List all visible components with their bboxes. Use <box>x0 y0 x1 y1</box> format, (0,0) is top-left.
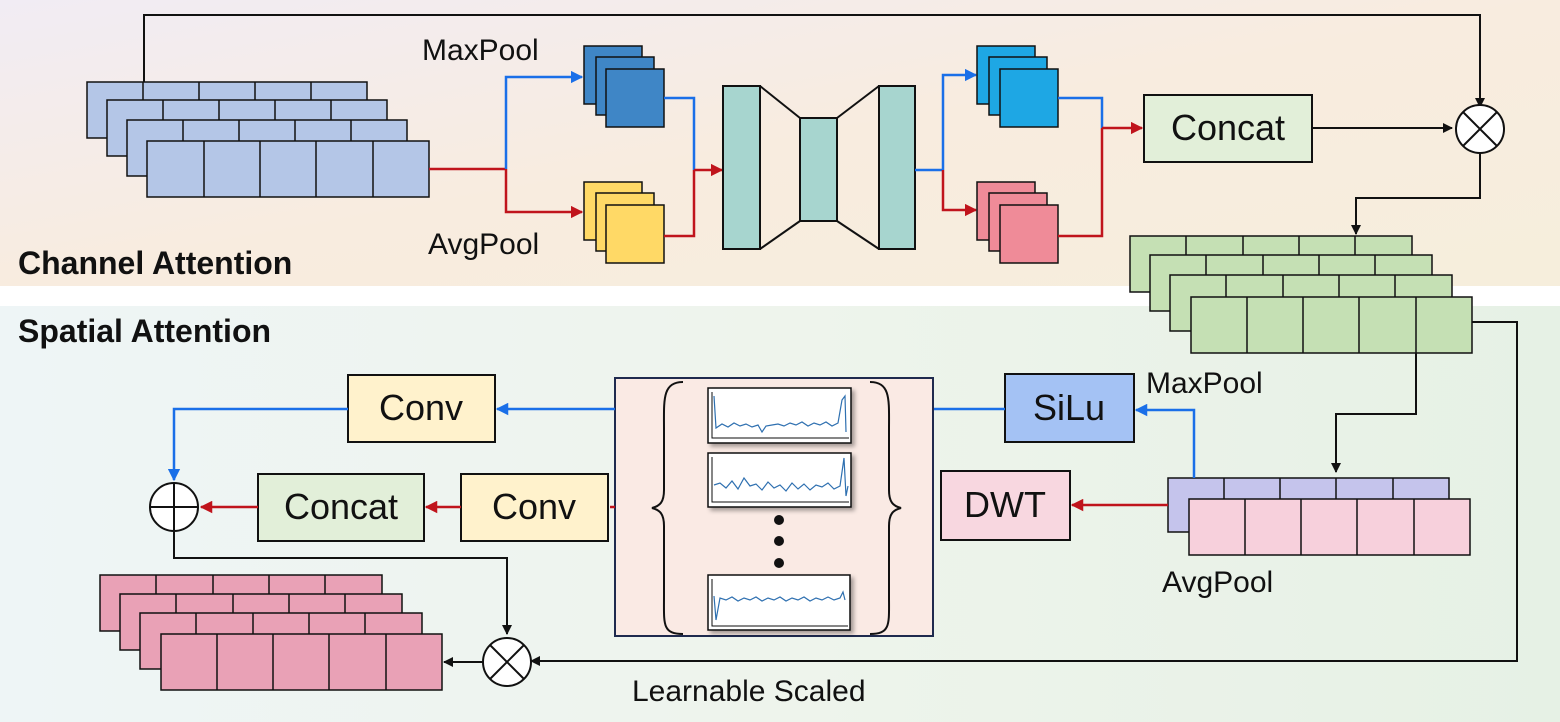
wavelet-panel <box>614 377 934 637</box>
multiply-icon <box>1455 104 1505 154</box>
output-feature-stack <box>99 574 443 691</box>
signal-plot-1 <box>707 387 852 444</box>
maxpool-arrow <box>504 70 584 169</box>
maxpool-label: MaxPool <box>422 34 539 67</box>
spatial-maxpool-label: MaxPool <box>1146 367 1263 400</box>
avgpool-feature-stack <box>583 181 665 264</box>
silu-label: SiLu <box>1033 387 1105 428</box>
channel-concat-box: Concat <box>1143 94 1313 163</box>
spatial-concat-label: Concat <box>284 486 398 527</box>
channel-concat-label: Concat <box>1171 107 1285 148</box>
avgpool-arrow <box>504 169 584 219</box>
avg-output-stack <box>976 181 1059 264</box>
ellipsis-dots <box>774 515 784 568</box>
conv-top-label: Conv <box>379 387 463 428</box>
signal-plot-2 <box>707 452 852 508</box>
input-feature-stack <box>86 81 430 198</box>
conv-bottom-box: Conv <box>460 473 609 542</box>
spatial-concat-box: Concat <box>257 473 425 542</box>
learnable-scaled-label: Learnable Scaled <box>632 675 866 708</box>
scaled-skip-line <box>530 321 1518 666</box>
channel-attention-title: Channel Attention <box>18 245 292 281</box>
signal-plot-3 <box>707 574 851 631</box>
maxpool-feature-stack <box>583 45 665 128</box>
output-layer-4 <box>160 633 443 691</box>
spatial-avgpool-label: AvgPool <box>1162 566 1273 599</box>
max-output-stack <box>976 45 1059 128</box>
refined-layer-4 <box>1190 296 1473 354</box>
avgpool-label: AvgPool <box>428 228 539 261</box>
multiply-icon <box>482 637 532 687</box>
channel-refined-feature-stack <box>1129 235 1473 354</box>
left-brace <box>651 381 684 635</box>
input-layer-4 <box>146 140 430 198</box>
spatial-attention-title: Spatial Attention <box>18 313 271 349</box>
dwt-box: DWT <box>940 470 1071 541</box>
conv-top-box: Conv <box>347 374 496 443</box>
silu-box: SiLu <box>1004 373 1135 443</box>
conv-bottom-label: Conv <box>492 486 576 527</box>
shared-mlp <box>722 85 916 250</box>
skip-connection-line <box>143 14 1485 108</box>
right-brace <box>869 381 902 635</box>
spatial-avgpool-map <box>1188 498 1471 556</box>
plus-icon <box>149 482 199 532</box>
dwt-label: DWT <box>964 484 1046 525</box>
